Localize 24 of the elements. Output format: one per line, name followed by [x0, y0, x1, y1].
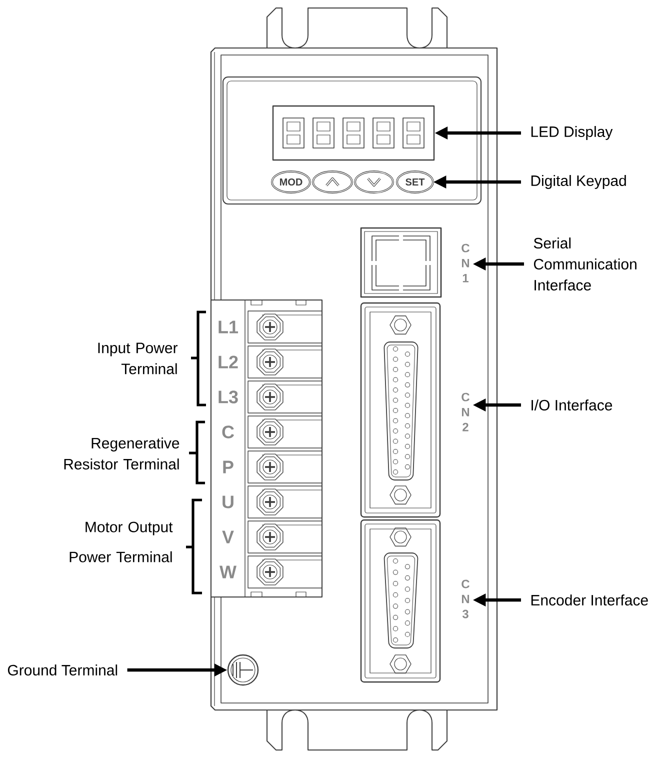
terminal-label: V [222, 530, 234, 544]
connector-label: CN3 [462, 580, 470, 618]
callout-text: Encoder Interface [531, 594, 648, 606]
callout-text: LED Display [531, 126, 613, 140]
terminal-label: U [222, 496, 234, 508]
terminal-label: L2 [218, 356, 238, 368]
key-button: SET [396, 170, 434, 194]
terminal-label: P [223, 460, 234, 474]
callout-text: Ground Terminal [8, 664, 118, 676]
callout-text: Digital Keypad [531, 175, 626, 189]
connector-label: CN1 [462, 244, 470, 282]
ground-screw [227, 654, 259, 686]
key-button: MOD [271, 170, 311, 194]
terminal-label: C [222, 426, 234, 438]
callout-text: Serial Communication Interface [534, 238, 636, 290]
callout-text: I/O Interface [532, 400, 612, 410]
terminal-group-label: Motor Output Power Terminal [70, 522, 173, 562]
led-display-window [272, 105, 435, 161]
terminal-label: L1 [218, 320, 238, 334]
terminal-group-label: Input Power Terminal [98, 342, 178, 374]
terminal-label: W [220, 566, 236, 578]
connector-label: CN2 [462, 392, 470, 432]
terminal-label: L3 [218, 390, 238, 404]
terminal-group-label: Regenerative Resistor Terminal [64, 438, 180, 470]
